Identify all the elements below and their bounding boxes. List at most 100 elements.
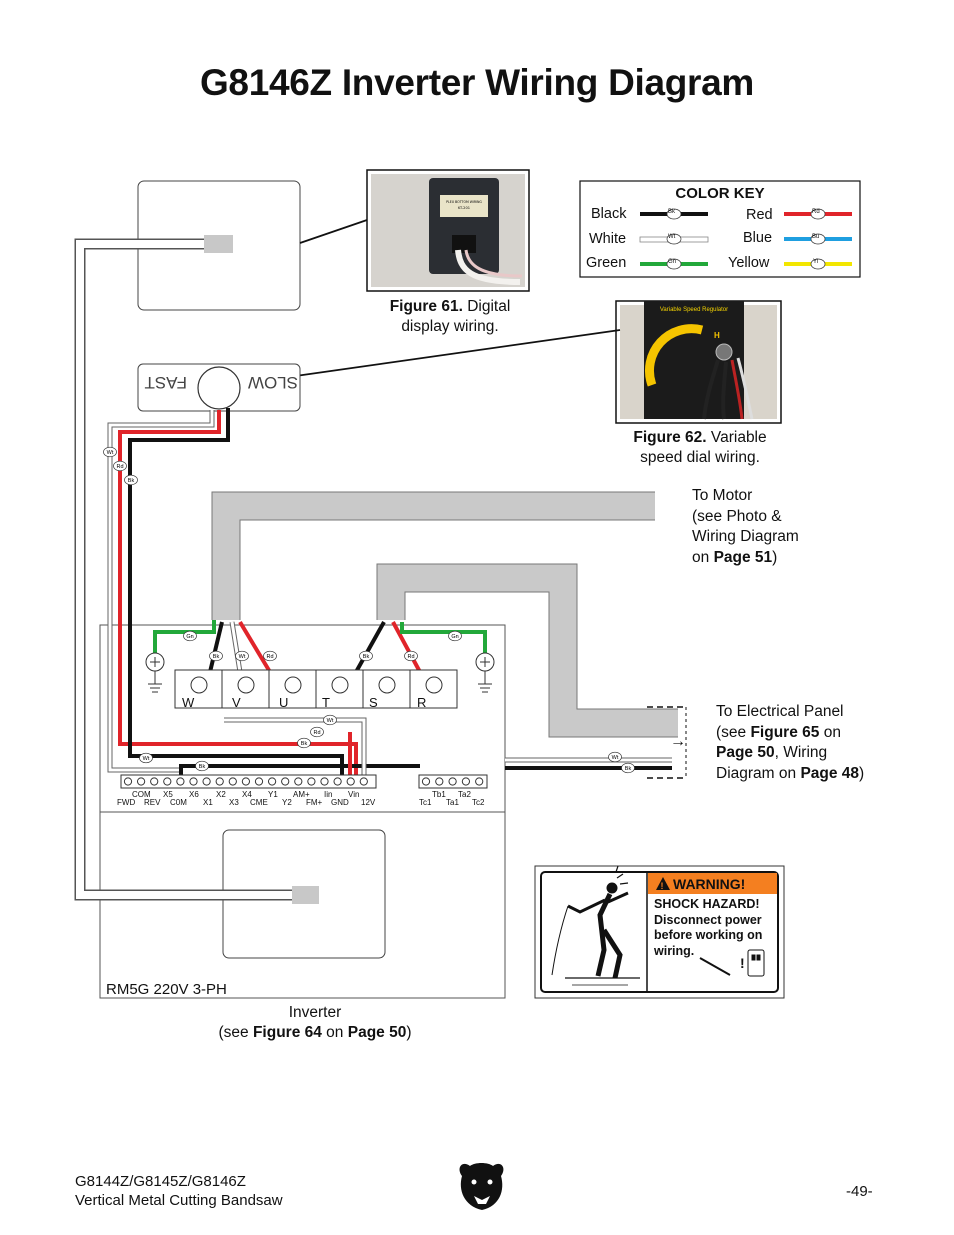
ctrl-label-12v: 12V xyxy=(361,798,376,807)
wire-tag-label: Bk xyxy=(625,766,632,772)
control-terminal-screw xyxy=(163,777,172,786)
wire-tag xyxy=(209,650,223,662)
speed-dial-fast: FAST xyxy=(144,373,187,392)
electrocuted-figure-icon xyxy=(551,865,640,986)
to-panel-line2-post: on xyxy=(819,723,841,741)
wire-tag xyxy=(263,650,277,662)
color-key-code-bu: Bu xyxy=(812,234,820,240)
ctrl-label-cme: CME xyxy=(250,798,268,807)
footer-product-name: Vertical Metal Cutting Bandsaw xyxy=(75,1192,283,1209)
warning-line1: SHOCK HAZARD! xyxy=(654,897,760,911)
figure-61-caption: Figure 61. Digital display wiring. xyxy=(360,297,540,337)
ctrl-label-rev: REV xyxy=(144,798,161,807)
figure-61-text-1: Digital xyxy=(467,298,511,315)
inverter-caption-post: ) xyxy=(406,1024,412,1041)
ctrl-label-x1: X1 xyxy=(203,798,213,807)
ctrl-label-iin: Iin xyxy=(324,790,332,799)
wire-tag xyxy=(195,760,209,772)
to-motor-line3: Wiring Diagram xyxy=(692,528,799,545)
control-terminal-strip xyxy=(120,774,488,789)
terminal-w: W xyxy=(182,695,195,710)
wire-tag xyxy=(359,650,373,662)
wire-tag-label: Wt xyxy=(239,654,246,660)
wire-tag xyxy=(323,714,337,726)
ctrl-label-c0m: C0M xyxy=(170,798,187,807)
wire-tag xyxy=(448,630,462,642)
grizzly-bear-logo-icon xyxy=(459,1163,504,1210)
ctrl-label-x4: X4 xyxy=(242,790,252,799)
wire-tag xyxy=(183,630,197,642)
relay-terminal-screw xyxy=(421,777,431,786)
wire-tag xyxy=(139,752,153,764)
motor-wires xyxy=(153,620,487,674)
figure-61-photo-text-2: KT-201 xyxy=(458,206,470,210)
color-key-code-wt: Wt xyxy=(668,234,676,240)
color-key-red: Red xyxy=(746,207,773,223)
terminal-s: S xyxy=(369,695,378,710)
wire-tag-label: Bk xyxy=(301,741,308,747)
wire-tag xyxy=(297,737,311,749)
to-panel-line2-pre: (see xyxy=(716,723,751,741)
control-terminal-screw xyxy=(123,777,133,786)
wire-tag xyxy=(310,726,324,738)
figure-62-text-1: Variable xyxy=(710,429,767,446)
arrow-right-icon: → xyxy=(670,733,686,750)
control-terminal-screw xyxy=(228,777,237,786)
relay-terminal-screw xyxy=(461,777,470,786)
relay-label-ta1: Ta1 xyxy=(446,798,459,807)
to-panel-line1: To Electrical Panel xyxy=(716,703,844,720)
inverter-page-ref: Page 50 xyxy=(347,1024,407,1041)
wire-tag-label: Rd xyxy=(407,654,414,660)
color-key-code-gn: Gn xyxy=(668,259,677,265)
wire-tag xyxy=(103,446,117,458)
ctrl-label-com: COM xyxy=(132,790,151,799)
to-panel-note: To Electrical Panel (see Figure 65 on Pa… xyxy=(716,702,864,784)
wire-tag xyxy=(113,460,127,472)
to-motor-page-ref: Page 51 xyxy=(713,548,773,566)
panel-cable xyxy=(376,563,690,740)
inverter-figure-ref: Figure 64 xyxy=(252,1024,322,1041)
warning-header: WARNING! xyxy=(673,876,745,892)
speed-dial-labels: FAST SLOW xyxy=(144,373,298,392)
svg-text:!: ! xyxy=(661,881,664,891)
wire-tag-label: Wt xyxy=(143,756,150,762)
wire-tag xyxy=(404,650,418,662)
inverter-caption-mid: on xyxy=(321,1024,348,1041)
figure-62-photo-text: Variable Speed Regulator xyxy=(660,307,728,313)
color-key-yellow: Yellow xyxy=(728,255,770,271)
control-wires xyxy=(179,717,672,778)
relay-terminal-screw xyxy=(435,777,444,786)
wire-tag-label: Rd xyxy=(266,654,273,660)
control-terminal-screw xyxy=(176,777,185,786)
relay-label-tb1: Tb1 xyxy=(432,790,446,799)
page-title: G8146Z Inverter Wiring Diagram xyxy=(199,62,755,103)
ctrl-label-vin: Vin xyxy=(348,790,359,799)
control-terminal-screw xyxy=(294,777,303,786)
wire-tag-label: Wt xyxy=(107,450,114,456)
to-panel-line4-pre: Diagram on xyxy=(716,764,801,782)
terminal-u: U xyxy=(279,695,288,710)
control-terminal-screw xyxy=(346,777,355,786)
wire-tag xyxy=(124,474,138,486)
to-panel-line3-post: , Wiring xyxy=(774,744,828,761)
wire-tag-label: Gn xyxy=(186,634,193,640)
ctrl-label-fm: FM+ xyxy=(306,798,323,807)
inverter-caption-line1: Inverter xyxy=(288,1004,342,1021)
to-panel-page-ref: Page 50 xyxy=(716,744,775,761)
to-motor-line1: To Motor xyxy=(692,487,753,504)
speed-dial-wires xyxy=(107,408,358,778)
footer-model: G8144Z/G8145Z/G8146Z Vertical Metal Cutt… xyxy=(75,1172,283,1210)
figure-61-text-2: display wiring. xyxy=(401,318,499,335)
svg-text:!: ! xyxy=(740,955,745,971)
wire-tag-label: Bk xyxy=(213,654,220,660)
relay-terminal-screw xyxy=(475,777,484,786)
ctrl-label-y1: Y1 xyxy=(268,790,278,799)
wire-tag-label: Gn xyxy=(451,634,458,640)
color-key-green: Green xyxy=(586,255,627,271)
color-key-black: Black xyxy=(591,206,627,222)
to-panel-page48-ref: Page 48 xyxy=(800,764,860,782)
color-key-title: COLOR KEY xyxy=(675,185,765,202)
ctrl-label-x5: X5 xyxy=(163,790,173,799)
wire-tag-label: Bk xyxy=(199,764,206,770)
